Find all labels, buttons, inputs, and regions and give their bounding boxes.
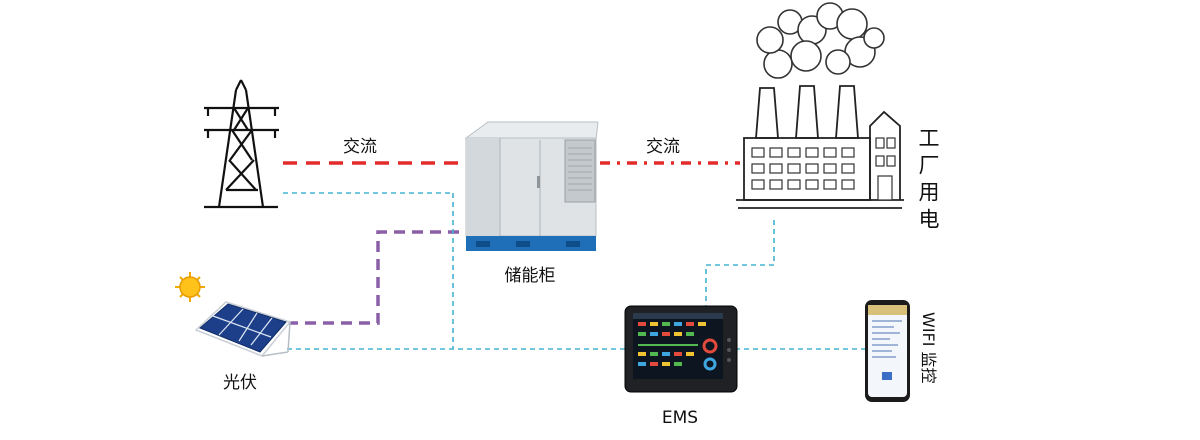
sun-icon xyxy=(175,272,205,302)
factory-label: 工厂用电 xyxy=(916,127,940,235)
power-tower-icon xyxy=(204,79,279,209)
wifi-monitor-label: WIFI 监控 xyxy=(919,312,938,384)
storage-cabinet-label: 储能柜 xyxy=(505,266,556,286)
comm-lines xyxy=(283,192,865,350)
factory-icon xyxy=(736,2,904,209)
solar-label: 光伏 xyxy=(223,373,257,393)
ems-label: EMS xyxy=(662,408,698,428)
dc-line-solar xyxy=(287,230,466,325)
ac-label-left: 交流 xyxy=(343,137,377,157)
storage-cabinet-icon xyxy=(464,121,599,251)
ems-screen-icon xyxy=(624,305,738,393)
ac-label-right: 交流 xyxy=(646,137,680,157)
smartphone-icon xyxy=(865,300,910,402)
solar-panel-icon xyxy=(175,272,292,357)
